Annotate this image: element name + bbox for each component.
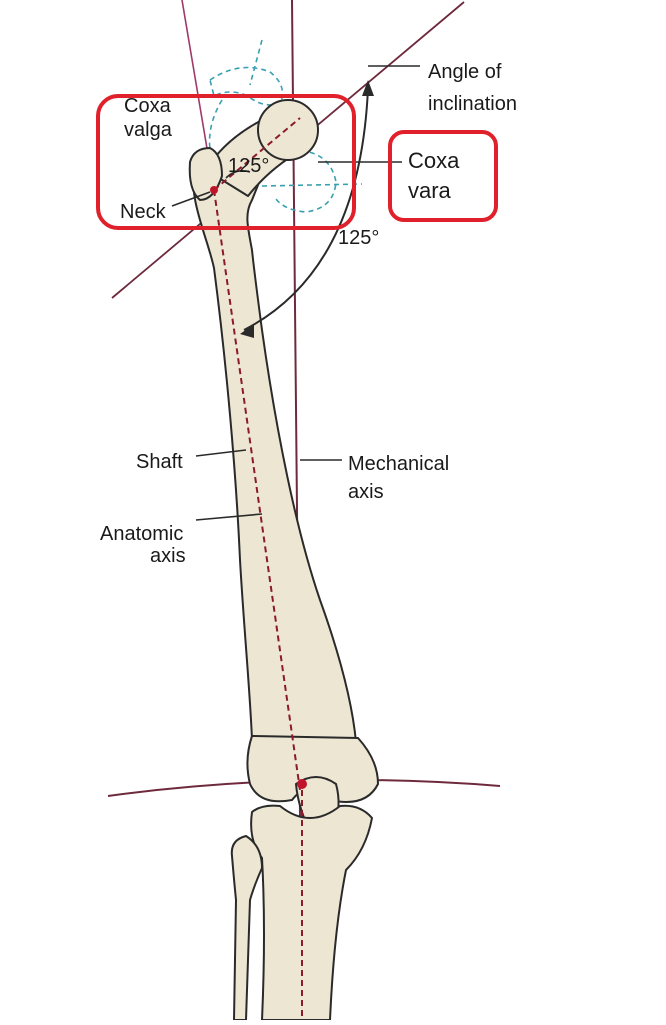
angle-arrow-bottom bbox=[240, 324, 254, 338]
neck-point-marker bbox=[210, 186, 218, 194]
label-mechanical-axis-2: axis bbox=[348, 481, 384, 503]
label-shaft: Shaft bbox=[136, 451, 183, 473]
leader-neck bbox=[171, 191, 211, 207]
label-coxa-vara-2: vara bbox=[408, 178, 452, 203]
leader-shaft bbox=[195, 449, 247, 457]
knee-center-marker bbox=[297, 779, 307, 789]
label-neck: Neck bbox=[120, 201, 167, 223]
label-coxa-valga-1: Coxa bbox=[124, 95, 172, 117]
label-coxa-vara-1: Coxa bbox=[408, 148, 460, 173]
femur-shaft bbox=[192, 159, 357, 743]
label-angle-small: 125° bbox=[228, 155, 269, 177]
label-anatomic-axis-2: axis bbox=[150, 545, 186, 567]
highlight-box-hip bbox=[96, 94, 356, 230]
label-angle-of-inclination-2: inclination bbox=[428, 93, 517, 115]
label-anatomic-axis-1: Anatomic bbox=[100, 523, 183, 545]
highlight-box-coxa-vara bbox=[388, 130, 498, 222]
tibia bbox=[250, 804, 373, 1021]
label-coxa-valga-2: valga bbox=[124, 119, 173, 141]
angle-arc-large bbox=[243, 87, 369, 331]
label-angle-of-inclination-1: Angle of bbox=[428, 61, 502, 83]
fibula bbox=[230, 835, 263, 1021]
leader-anatomic-axis bbox=[195, 513, 263, 521]
label-mechanical-axis-1: Mechanical bbox=[348, 453, 449, 475]
femur-head bbox=[257, 99, 319, 161]
angle-arc-small bbox=[225, 170, 251, 179]
angle-arrow-top bbox=[362, 80, 374, 96]
femur-bone bbox=[188, 99, 379, 1021]
label-angle-large: 125° bbox=[338, 227, 379, 249]
anatomic-axis-dashed bbox=[213, 189, 301, 791]
neck-axis-dashed bbox=[213, 117, 301, 191]
